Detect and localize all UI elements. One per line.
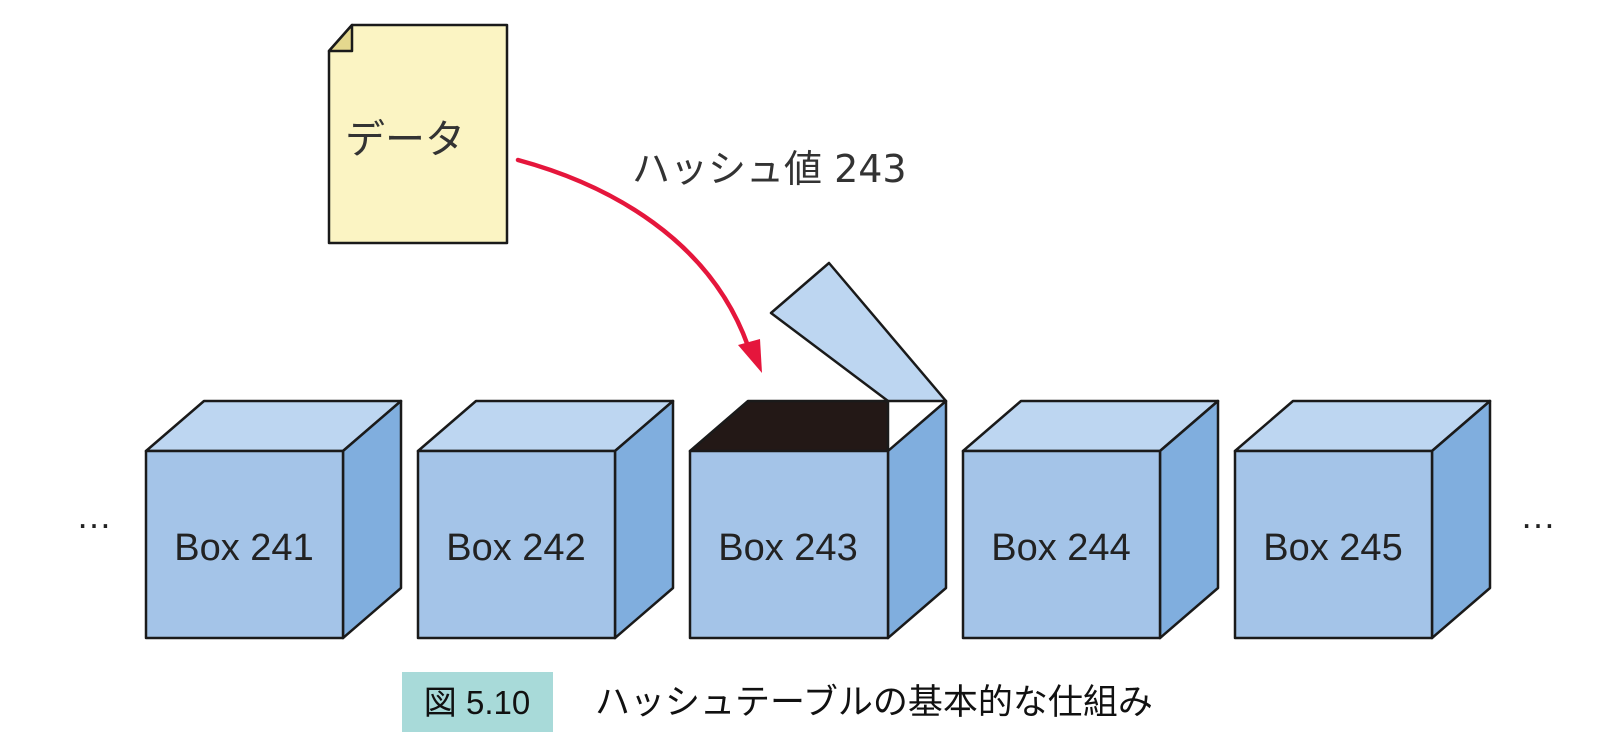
boxes-row: Box 241 Box 242 Box 243 Box 244 [144,261,1492,640]
box-front-face [144,449,345,640]
ellipsis-right: … [1520,495,1556,536]
box-243-open: Box 243 [688,261,948,640]
box-242: Box 242 [416,399,675,640]
caption-badge [402,672,553,732]
box-front-face [688,449,890,640]
caption-number: 図 5.10 [424,684,530,721]
box-244: Box 244 [961,399,1220,640]
arrow-head-icon [738,339,762,373]
box-side-face [886,399,948,640]
document-fold [327,23,354,53]
box-label: Box 241 [174,527,313,569]
ellipsis-left: … [76,495,112,536]
box-label: Box 243 [718,527,857,569]
box-label: Box 245 [1263,527,1402,569]
figure-caption: 図 5.10 ハッシュテーブルの基本的な仕組み [402,672,1153,732]
document-label: データ [345,117,465,163]
box-label: Box 242 [446,527,585,569]
box-open-interior [688,399,890,453]
box-label: Box 244 [991,527,1130,569]
box-front-face [1233,449,1434,640]
arrow-path [515,157,751,349]
data-document: データ [327,23,509,245]
box-front-face [961,449,1162,640]
hash-value-label: ハッシュ値 243 [632,147,907,191]
box-241: Box 241 [144,399,403,640]
hash-arrow [515,157,762,373]
caption-title: ハッシュテーブルの基本的な仕組み [595,683,1153,723]
box-front-face [416,449,617,640]
box-lid [769,261,948,403]
box-245: Box 245 [1233,399,1492,640]
